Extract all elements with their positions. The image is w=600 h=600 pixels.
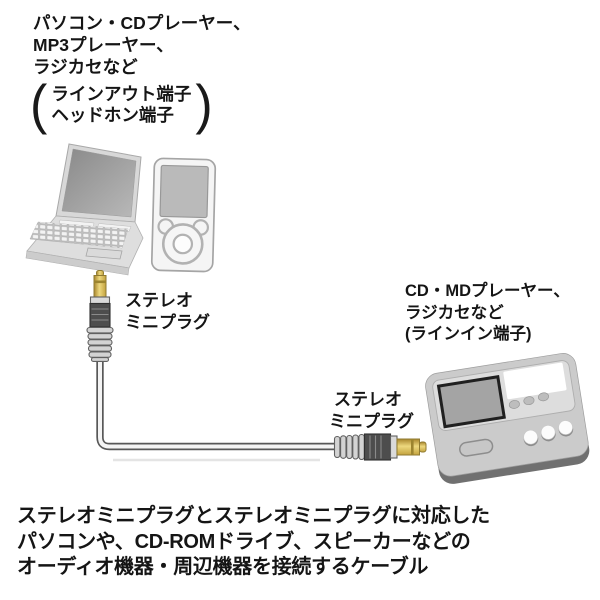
plug-label-top: ステレオ ミニプラグ xyxy=(125,290,210,334)
mp3-player-icon xyxy=(150,157,217,273)
laptop-icon xyxy=(25,143,144,276)
jack-note-line: ラインアウト端子 xyxy=(51,83,192,104)
mp3-screen xyxy=(159,164,209,219)
plug-label-bottom: ステレオ ミニプラグ xyxy=(329,389,414,432)
stereo-mini-plug-right-icon xyxy=(333,433,427,461)
player-round-buttons xyxy=(523,420,574,447)
plug-label-line: ステレオ xyxy=(334,390,402,409)
plug-barrel xyxy=(89,302,111,328)
cd-md-player-icon xyxy=(425,353,590,484)
plug-label-line: ミニプラグ xyxy=(125,313,210,332)
jack-note-line: ヘッドホン端子 xyxy=(51,105,174,125)
target-devices-line: ラジカセなど xyxy=(405,303,504,322)
player-display xyxy=(503,362,567,400)
source-devices-label: パソコン・CDプレーヤー、 MP3プレーヤー、 ラジカセなど xyxy=(33,12,251,78)
player-screen xyxy=(436,375,506,429)
plug-strain-relief xyxy=(86,326,114,362)
source-devices-line: MP3プレーヤー、 xyxy=(33,35,174,55)
plug-label-line: ミニプラグ xyxy=(329,411,414,431)
player-small-buttons xyxy=(508,392,550,409)
plug-tip xyxy=(93,275,107,298)
open-paren: ( xyxy=(30,74,48,136)
plug-strain-relief xyxy=(333,433,365,461)
source-devices-line: ラジカセなど xyxy=(33,57,138,77)
target-devices-line: CD・MDプレーヤー、 xyxy=(405,282,570,300)
player-slot xyxy=(459,438,494,457)
close-paren: ) xyxy=(195,74,213,136)
stereo-mini-plug-up-icon xyxy=(86,270,114,362)
caption-line: オーディオ機器・周辺機器を接続するケーブル xyxy=(17,556,429,578)
plug-barrel xyxy=(363,433,392,461)
target-devices-line: (ラインイン端子) xyxy=(405,325,532,343)
caption-line: パソコンや、CD-ROMドライブ、スピーカーなどの xyxy=(17,530,471,553)
caption-text: ステレオミニプラグとステレオミニプラグに対応した パソコンや、CD-ROMドライ… xyxy=(17,504,490,581)
caption-line: ステレオミニプラグとステレオミニプラグに対応した xyxy=(17,505,490,527)
laptop-screen xyxy=(61,148,137,218)
source-jack-note: ( ラインアウト端子 ヘッドホン端子 ) xyxy=(30,74,213,136)
plug-label-line: ステレオ xyxy=(125,291,193,310)
laptop-front-edge xyxy=(25,250,130,276)
source-devices-line: パソコン・CDプレーヤー、 xyxy=(33,13,251,33)
laptop-touchpad xyxy=(85,247,123,260)
target-devices-label: CD・MDプレーヤー、 ラジカセなど (ラインイン端子) xyxy=(405,281,570,346)
